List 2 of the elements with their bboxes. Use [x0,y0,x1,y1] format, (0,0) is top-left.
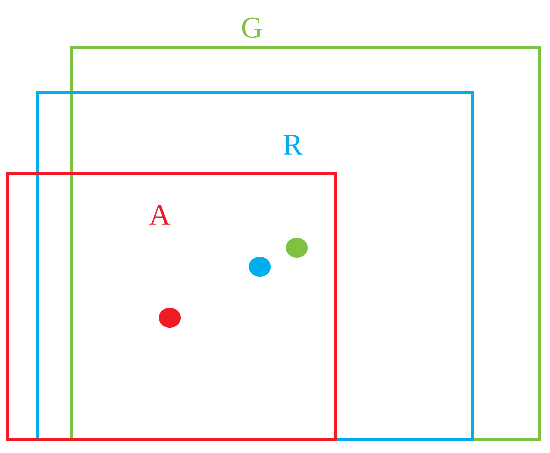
region-rectangle: A [6,172,338,442]
node-label: G [242,18,262,38]
